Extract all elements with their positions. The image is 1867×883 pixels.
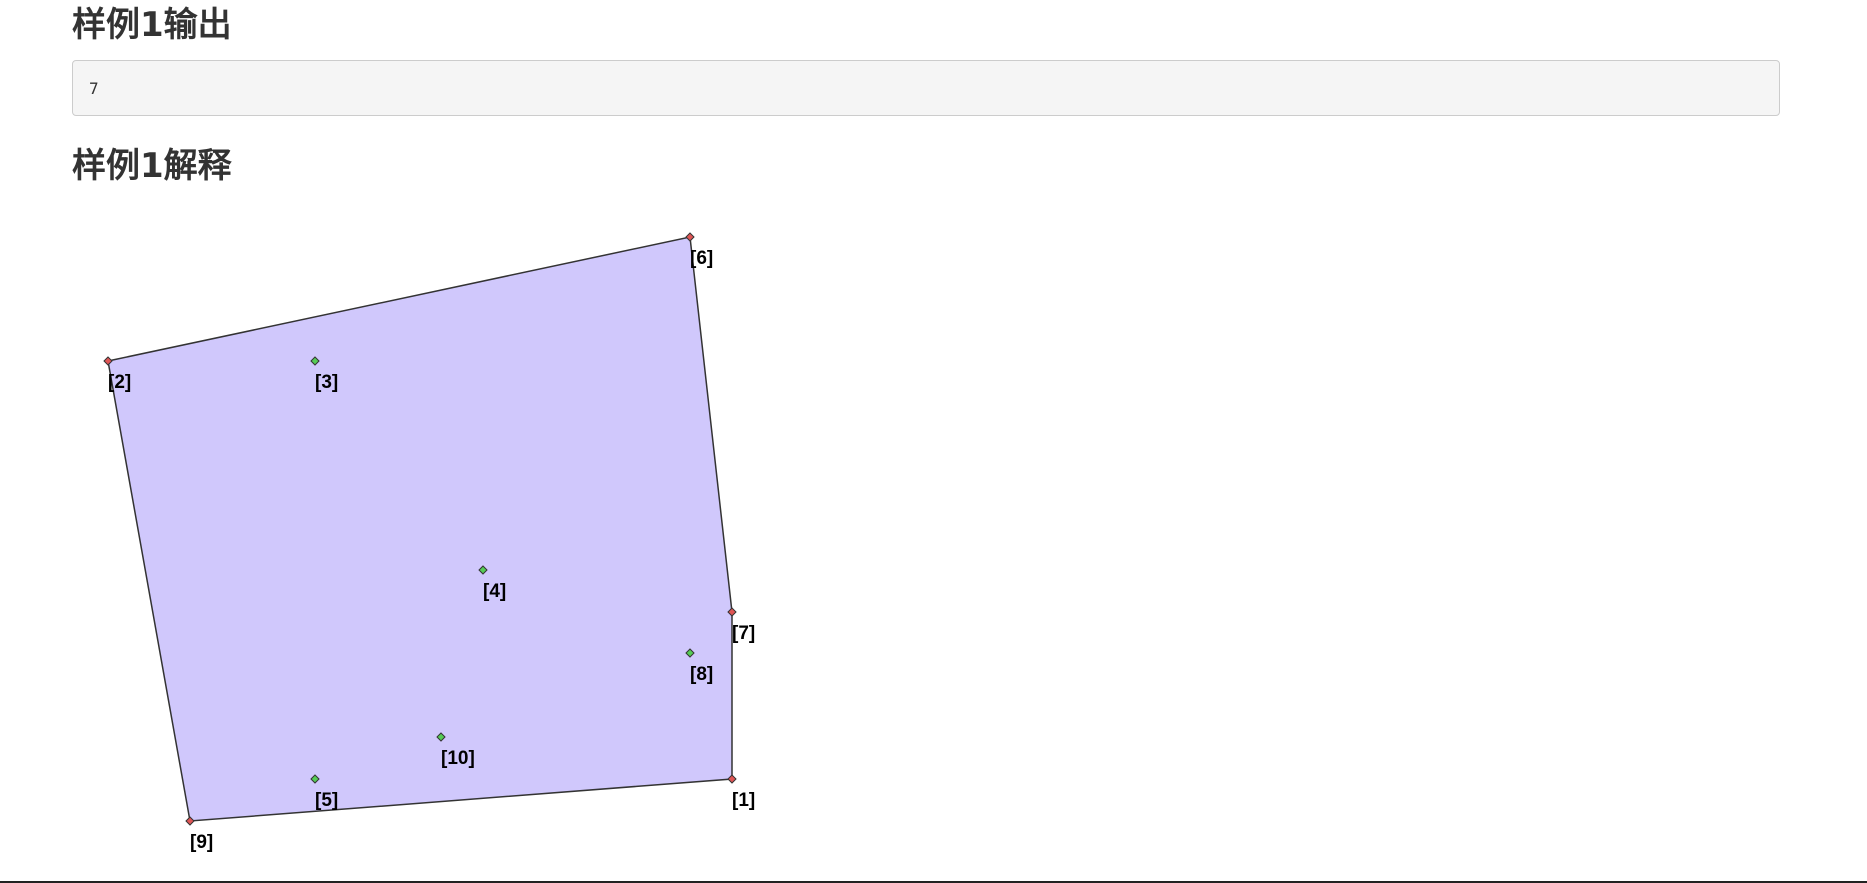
point-label: [10] [441,748,475,769]
interior-point-marker [310,774,320,784]
hull-vertex-marker [685,232,695,242]
point-label: [3] [315,372,338,393]
interior-point-marker [685,648,695,658]
point-label: [8] [690,664,713,685]
sample-output-box: 7 [72,60,1780,116]
interior-point-marker [478,565,488,575]
hull-vertex-marker [727,607,737,617]
hull-vertex-marker [103,356,113,366]
point-label: [4] [483,581,506,602]
point-label: [6] [690,248,713,269]
hull-vertex-marker [185,816,195,826]
interior-point-marker [436,732,446,742]
point-label: [7] [732,623,755,644]
sample-explanation-heading: 样例1解释 [72,146,232,186]
point-label: [9] [190,832,213,853]
point-label: [5] [315,790,338,811]
bottom-divider [0,881,1867,883]
sample-output-heading: 样例1输出 [72,5,232,45]
convex-hull-polygon [107,236,733,822]
point-label: [1] [732,790,755,811]
hull-vertex-marker [727,774,737,784]
sample-output-value: 7 [89,78,99,98]
point-label: [2] [108,372,131,393]
interior-point-marker [310,356,320,366]
